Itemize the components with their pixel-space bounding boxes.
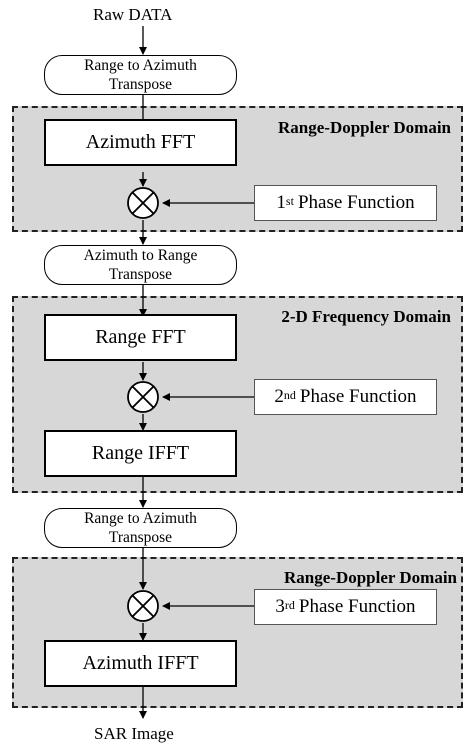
input-label: Raw DATA xyxy=(93,5,173,24)
phase-text: Phase Function xyxy=(299,386,417,407)
multiplier-icon xyxy=(127,187,159,219)
transpose-line2: Transpose xyxy=(108,529,173,546)
transpose-line1: Azimuth to Range xyxy=(83,247,198,264)
phase-num: 1 xyxy=(276,192,286,213)
phase-ordinal: st xyxy=(285,193,294,208)
transpose-line1: Range to Azimuth xyxy=(84,510,197,527)
transpose-range-to-azimuth-1: Range to Azimuth Transpose xyxy=(44,55,237,95)
phase-text: Phase Function xyxy=(298,596,416,617)
transpose-line2: Transpose xyxy=(108,266,173,283)
phase-ordinal: nd xyxy=(283,387,296,402)
phase-num: 2 xyxy=(274,386,284,407)
phase-text: Phase Function xyxy=(297,192,415,213)
range-fft-block: Range FFT xyxy=(44,314,237,361)
phase-num: 3 xyxy=(275,596,285,617)
transpose-line1: Range to Azimuth xyxy=(84,57,197,74)
transpose-azimuth-to-range: Azimuth to Range Transpose xyxy=(44,245,237,285)
multiplier-icon xyxy=(127,381,159,413)
range-ifft-block: Range IFFT xyxy=(44,430,237,477)
azimuth-fft-block: Azimuth FFT xyxy=(44,119,237,166)
transpose-range-to-azimuth-2: Range to Azimuth Transpose xyxy=(44,508,237,548)
azimuth-ifft-block: Azimuth IFFT xyxy=(44,640,237,687)
output-label: SAR Image xyxy=(94,724,174,743)
multiplier-icon xyxy=(127,590,159,622)
domain-label: Range-Doppler Domain xyxy=(284,568,457,587)
domain-label: Range-Doppler Domain xyxy=(278,118,451,137)
transpose-line2: Transpose xyxy=(108,76,173,93)
domain-label: 2-D Frequency Domain xyxy=(281,307,451,326)
phase-ordinal: rd xyxy=(284,597,295,612)
